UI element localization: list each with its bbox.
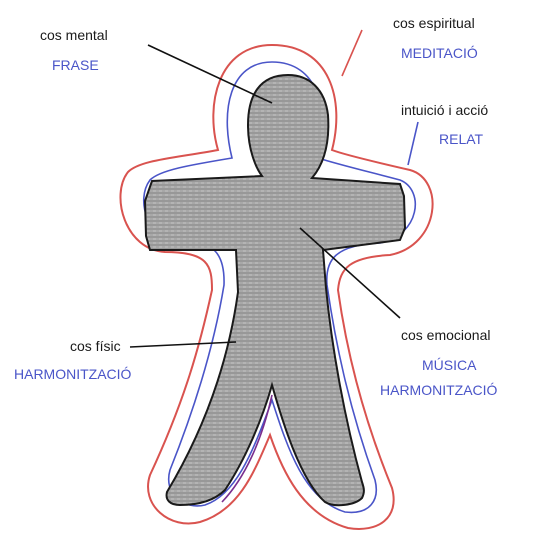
label-relat: RELAT [439, 131, 483, 147]
leader-line-spiritual [342, 30, 362, 76]
label-meditacio: MEDITACIÓ [401, 45, 478, 61]
label-harmonitzacio-emocional: HARMONITZACIÓ [380, 382, 497, 398]
label-musica: MÚSICA [422, 357, 476, 373]
label-cos-mental: cos mental [40, 27, 108, 43]
label-frase: FRASE [52, 57, 99, 73]
label-cos-espiritual: cos espiritual [393, 15, 475, 31]
label-cos-emocional: cos emocional [401, 327, 491, 343]
leader-line-intuition [408, 122, 418, 165]
leader-line-mental [148, 45, 272, 103]
body-silhouette [145, 75, 405, 505]
label-cos-fisic: cos físic [70, 338, 121, 354]
label-intuicio-i-accio: intuició i acció [401, 102, 488, 118]
label-harmonitzacio-fisic: HARMONITZACIÓ [14, 366, 131, 382]
leader-line-physical [130, 342, 236, 347]
